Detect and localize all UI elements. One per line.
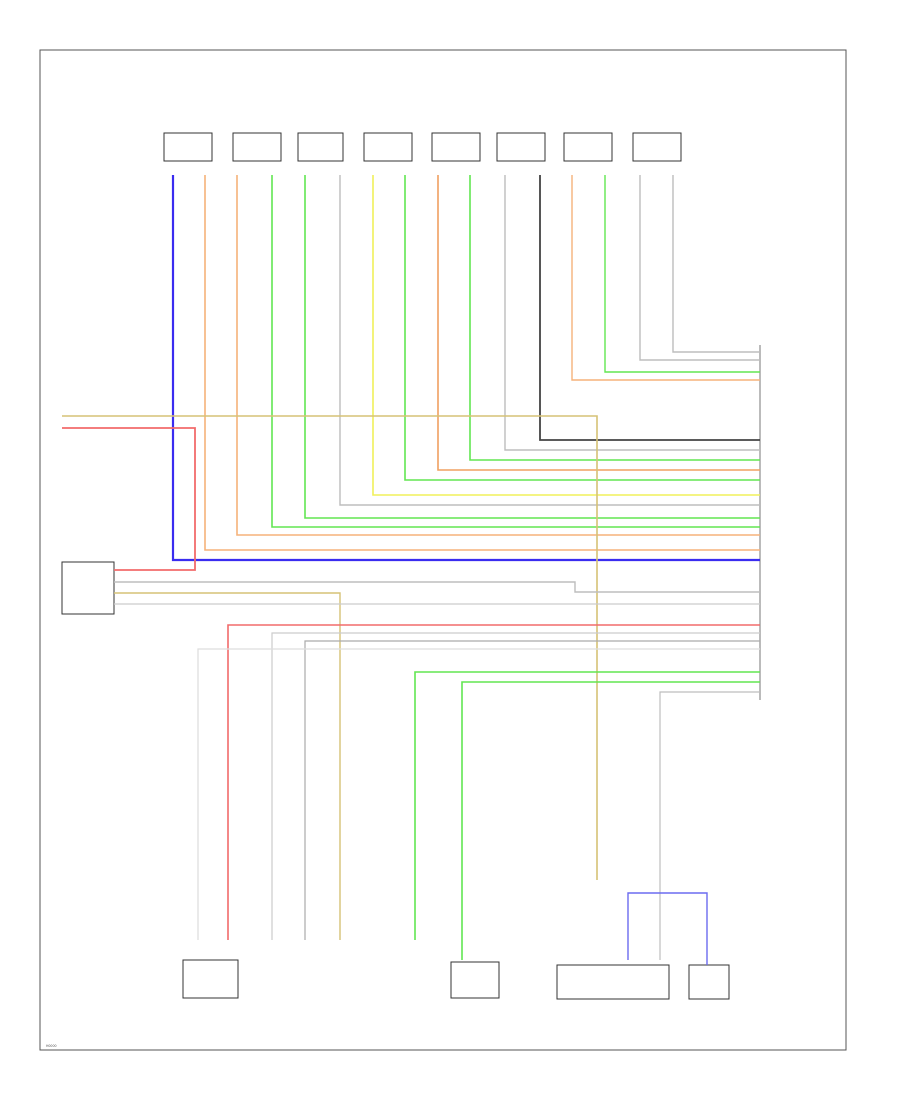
wire-green-3	[404, 175, 760, 481]
component-driver-squib	[297, 132, 344, 162]
wire-orange-4	[571, 175, 760, 381]
component-occupant-classification-module	[61, 561, 115, 615]
wire-green-1	[271, 175, 760, 528]
wire-gray-2	[504, 175, 760, 451]
component-passenger-squib	[363, 132, 413, 162]
diagram-frame	[39, 49, 847, 1051]
wire-green-4	[469, 175, 760, 461]
wire-gray-3	[639, 175, 760, 361]
wire-gray-b2	[304, 640, 760, 940]
bottom-components	[182, 959, 730, 1000]
wire-green-5	[604, 175, 760, 373]
component-passenger-seat-squib	[431, 132, 481, 162]
wire-green-b1	[414, 671, 760, 940]
component-driver-seat-belt-buckle	[556, 964, 670, 1000]
wire-gray-4	[672, 175, 760, 353]
wire-gray-occ	[114, 581, 760, 593]
component-left-side-curtain-squib	[632, 132, 682, 162]
wire-olive	[62, 415, 598, 880]
component-right-side-satellite-sensor	[182, 959, 239, 999]
component-right-side-curtain-squib	[563, 132, 613, 162]
component-left-front-impact-sensor	[232, 132, 282, 162]
wire-red-bottom	[227, 624, 760, 940]
component-right-front-impact-sensor	[163, 132, 213, 162]
wire-black	[539, 175, 760, 441]
wire-red-top	[62, 427, 196, 571]
component-seat-position-sensor	[688, 964, 730, 1000]
wire-gray-b1	[271, 632, 760, 940]
wire-green-2	[304, 175, 760, 519]
component-knee-squib	[496, 132, 546, 162]
wire-gray-b3	[197, 648, 760, 940]
wire-orange-2	[236, 175, 760, 536]
wire-orange-1	[204, 175, 760, 551]
component-passenger-seat-belt-switch	[450, 961, 500, 999]
wire-green-b2	[461, 681, 760, 960]
wire-blue-bottom	[627, 892, 708, 965]
page-code: H0000	[46, 1044, 57, 1048]
wire-olive-occ	[114, 592, 341, 940]
wire-yellow-1	[372, 175, 760, 496]
wire-blue	[171, 175, 760, 562]
wiring	[62, 175, 760, 965]
top-components	[163, 132, 682, 162]
wire-orange-3	[437, 175, 760, 471]
wire-gray-b4	[659, 691, 760, 960]
wire-gray-1	[339, 175, 760, 506]
